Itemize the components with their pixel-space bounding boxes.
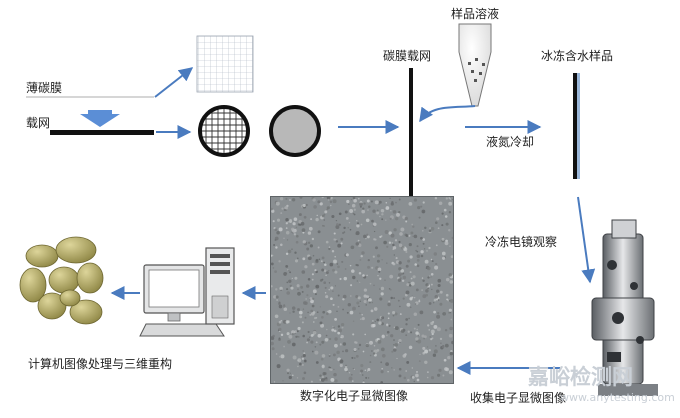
grid-bar [50, 130, 154, 135]
digital-em-micrograph [270, 196, 454, 384]
coated-grid-circle [269, 105, 321, 157]
label-thin-carbon-film: 薄碳膜 [26, 81, 63, 95]
label-sample-solution: 样品溶液 [451, 7, 500, 21]
micrograph-texture [271, 197, 453, 383]
computer-icon [139, 247, 235, 337]
label-liquid-nitrogen-cooling: 液氮冷却 [486, 135, 535, 149]
watermark-url: www.anytesting.com [560, 391, 675, 404]
frozen-sample-bar [573, 73, 577, 179]
arrow-film-to-square [154, 67, 194, 98]
watermark-brand: 嘉峪检测网 [528, 365, 633, 389]
ice-layer [577, 73, 580, 179]
grid-circle-ring [198, 105, 250, 157]
arrow-sample-to-grid [419, 105, 476, 123]
3d-reconstruction-icon [19, 236, 104, 325]
label-frozen-hydrated-sample: 冰冻含水样品 [541, 49, 614, 63]
cryo-em-microscope-icon [591, 219, 658, 396]
label-digital-em-image: 数字化电子显微图像 [300, 389, 409, 403]
label-cryo-em-observation: 冷冻电镜观察 [485, 235, 558, 249]
arrow-to-microscope [577, 196, 596, 284]
label-collect-em-images: 收集电子显微图像 [470, 391, 567, 405]
film-mesh-square [196, 35, 254, 93]
sample-particles [468, 58, 485, 82]
pipette-icon [458, 23, 492, 107]
label-grid: 载网 [26, 116, 51, 130]
carbon-film-grid-bar [409, 68, 413, 198]
label-computer-processing: 计算机图像处理与三维重构 [28, 357, 173, 371]
label-carbon-film-grid: 碳膜载网 [383, 49, 432, 63]
down-arrow-icon [80, 110, 120, 127]
